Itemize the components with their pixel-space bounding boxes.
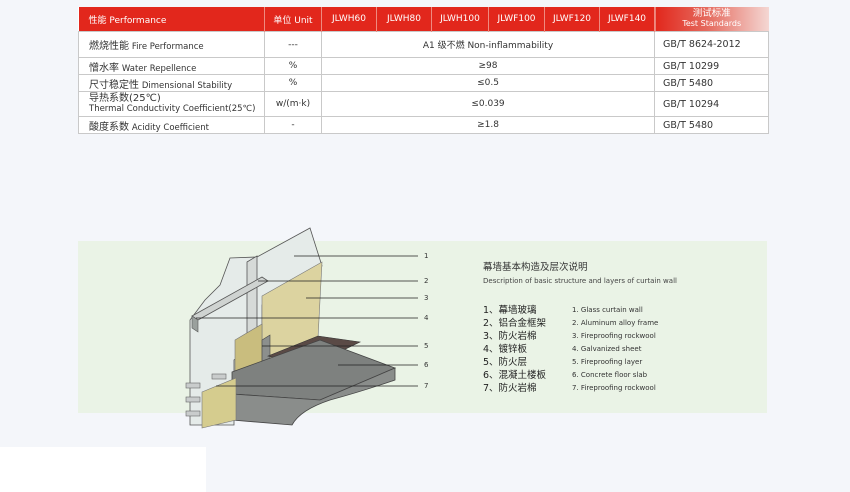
- performance-cell: 酸度系数 Acidity Coefficient: [78, 116, 265, 134]
- callout-number: 5: [424, 342, 429, 350]
- table-row: 尺寸稳定性 Dimensional Stability % ≤0.5 GB/T …: [78, 74, 769, 92]
- header-model: JLWF140: [599, 7, 655, 32]
- table-row: 憎水率 Water Repellence % ≥98 GB/T 10299: [78, 57, 769, 75]
- callout-number: 3: [424, 294, 429, 302]
- value-cell: ≥1.8: [321, 116, 655, 134]
- performance-table: 性能 Performance 单位 Unit JLWH60 JLWH80 JLW…: [78, 7, 769, 134]
- header-model: JLWH100: [431, 7, 489, 32]
- layer-en: 4. Galvanized sheet: [572, 345, 642, 353]
- performance-en: Acidity Coefficient: [131, 122, 209, 133]
- table-row: 燃烧性能 Fire Performance --- A1 级不燃 Non-inf…: [78, 31, 769, 58]
- footer-blank: [0, 447, 206, 492]
- layer-zh: 5、防火层: [483, 357, 528, 368]
- callout-lines: [196, 255, 418, 387]
- header-performance: 性能 Performance: [78, 7, 265, 32]
- performance-en: Fire Performance: [131, 42, 204, 52]
- layer-zh: 3、防火岩棉: [483, 331, 537, 342]
- layer-zh: 6、混凝土楼板: [483, 370, 547, 381]
- performance-cell: 导热系数(25℃)Thermal Conductivity Coefficien…: [78, 91, 265, 117]
- rockwool-lower: [201, 377, 237, 429]
- aluminum-transom-front: [191, 315, 199, 333]
- concrete-slab-front: [231, 367, 396, 426]
- layer-zh: 2、铝合金框架: [483, 318, 547, 329]
- value-cell: A1 级不燃 Non-inflammability: [321, 31, 655, 58]
- frame-clips: [185, 373, 227, 417]
- description-subtitle: Description of basic structure and layer…: [483, 277, 677, 285]
- structure-description: 幕墙基本构造及层次说明 Description of basic structu…: [483, 262, 753, 394]
- layer-zh: 7、防火岩棉: [483, 383, 537, 394]
- layer-en: 2. Aluminum alloy frame: [572, 319, 659, 327]
- performance-zh: 尺寸稳定性: [89, 79, 139, 91]
- layer-zh: 1、幕墙玻璃: [483, 305, 537, 316]
- callout-number: 1: [424, 252, 429, 260]
- layer-en: 7. Fireproofing rockwool: [572, 384, 656, 392]
- description-title: 幕墙基本构造及层次说明: [483, 262, 588, 273]
- standard-cell: GB/T 10294: [654, 91, 769, 117]
- callout-number: 6: [424, 361, 429, 369]
- header-standards-zh: 测试标准: [692, 8, 731, 19]
- layer-en: 6. Concrete floor slab: [572, 371, 648, 379]
- layer-en: 3. Fireproofing rockwool: [572, 332, 656, 340]
- performance-zh: 燃烧性能: [89, 41, 129, 52]
- header-unit: 单位 Unit: [264, 7, 322, 32]
- standard-cell: GB/T 5480: [654, 116, 769, 134]
- header-standards-en: Test Standards: [682, 19, 742, 28]
- performance-en: Dimensional Stability: [141, 80, 233, 91]
- unit-cell: ---: [264, 31, 322, 58]
- header-model: JLWH60: [321, 7, 377, 32]
- layer-en: 5. Fireproofing layer: [572, 358, 643, 366]
- header-test-standards: 测试标准 Test Standards: [654, 7, 769, 32]
- table-row: 导热系数(25℃)Thermal Conductivity Coefficien…: [78, 91, 769, 117]
- performance-zh: 导热系数(25℃): [89, 93, 161, 104]
- performance-en: Water Repellence: [121, 63, 197, 74]
- performance-zh: 酸度系数: [89, 121, 129, 133]
- header-model: JLWF120: [544, 7, 600, 32]
- layer-en: 1. Glass curtain wall: [572, 306, 643, 314]
- table-header-row: 性能 Performance 单位 Unit JLWH60 JLWH80 JLW…: [78, 7, 769, 32]
- layer-zh: 4、镀锌板: [483, 344, 528, 355]
- header-model: JLWF100: [488, 7, 545, 32]
- callout-number: 7: [424, 382, 429, 390]
- callout-number: 4: [424, 314, 429, 322]
- callout-number: 2: [424, 277, 429, 285]
- table-row: 酸度系数 Acidity Coefficient - ≥1.8 GB/T 548…: [78, 116, 769, 134]
- performance-en: Thermal Conductivity Coefficient(25℃): [89, 104, 256, 114]
- header-model: JLWH80: [376, 7, 432, 32]
- performance-zh: 憎水率: [89, 62, 119, 74]
- standard-cell: GB/T 8624-2012: [654, 31, 769, 58]
